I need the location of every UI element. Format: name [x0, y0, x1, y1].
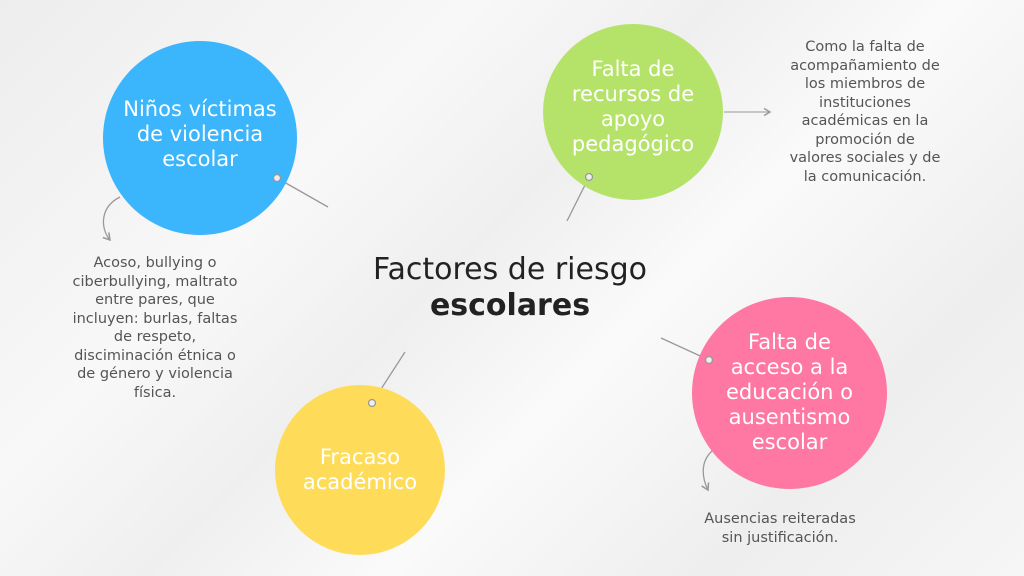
connector-dot	[272, 173, 282, 183]
connector-dot	[704, 355, 714, 365]
node-ninos-victimas: Niños víctimas de violencia escolar	[103, 41, 297, 235]
connector-dot	[367, 398, 377, 408]
description-ninos-victimas: Acoso, bullying o ciberbullying, maltrat…	[72, 255, 238, 401]
description-falta-recursos: Como la falta de acompañamiento de los m…	[789, 39, 941, 185]
description-falta-acceso: Ausencias reiteradas sin justificación.	[704, 511, 856, 546]
curved-arrow-blue	[102, 196, 121, 242]
node-label: Niños víctimas de violencia escolar	[123, 96, 277, 171]
connector-dot	[584, 172, 594, 182]
diagram-title: Factores de riesgo escolares	[300, 252, 720, 324]
node-falta-acceso: Falta de acceso a la educación o ausenti…	[692, 297, 887, 489]
title-line2: escolares	[429, 288, 591, 323]
node-label: Falta de recursos de apoyo pedagógico	[571, 57, 695, 156]
curved-arrow-pink	[701, 450, 713, 492]
node-falta-recursos: Falta de recursos de apoyo pedagógico	[543, 24, 723, 200]
node-fracaso-academico: Fracaso académico	[275, 385, 445, 555]
node-label: Falta de acceso a la educación o ausenti…	[725, 329, 854, 454]
title-line1: Factores de riesgo	[373, 252, 647, 287]
node-label: Fracaso académico	[302, 445, 418, 494]
